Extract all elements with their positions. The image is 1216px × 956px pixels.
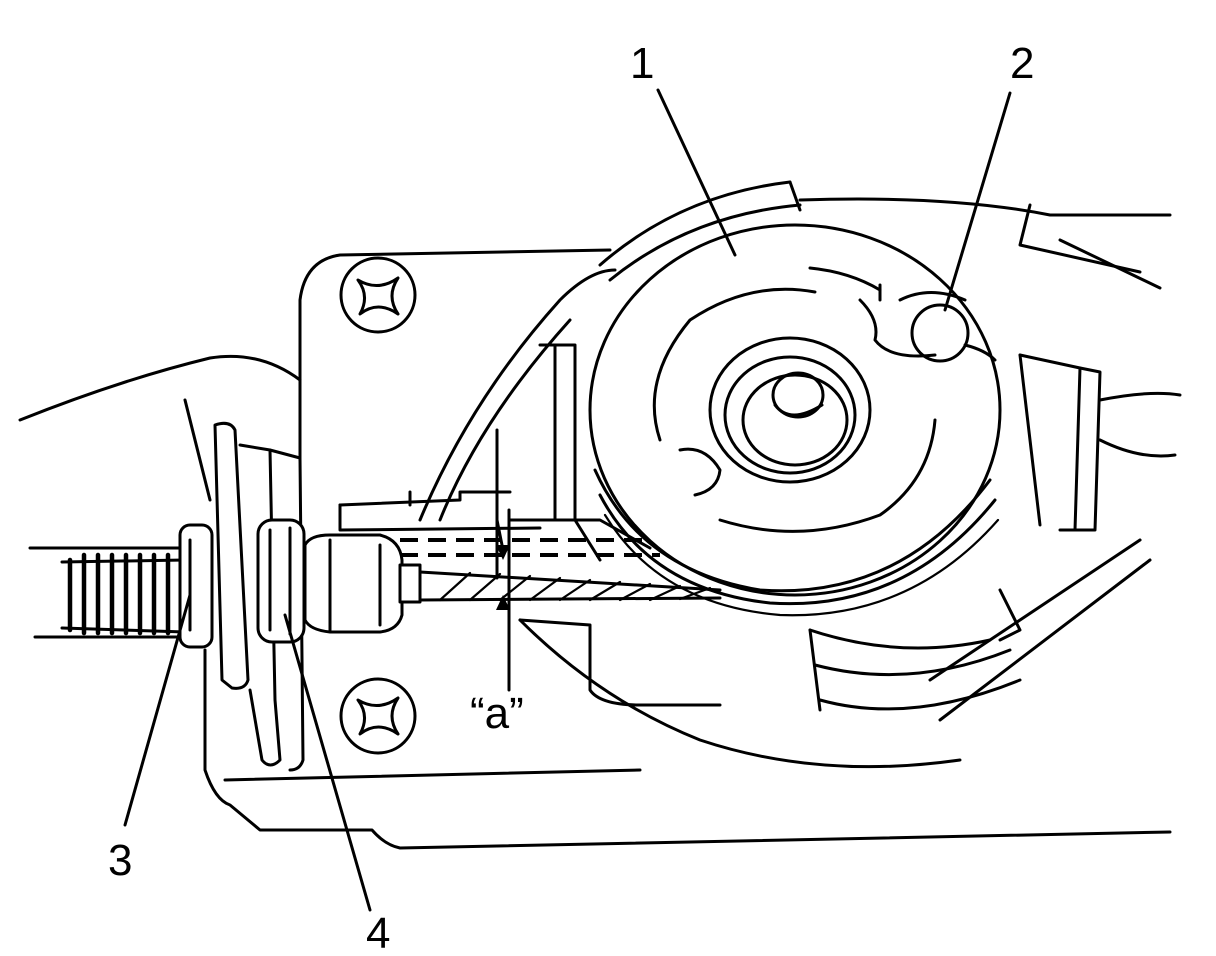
gap-dimension [495,428,511,692]
threaded-end [60,552,187,636]
callout-4: 4 [366,909,390,956]
lower-guard [518,618,962,769]
callout-1: 1 [630,39,654,88]
cable-end-fitting [303,533,422,634]
rotor-hub [708,336,872,484]
mounting-bracket [213,421,305,772]
callout-3: 3 [108,836,132,885]
upper-screw [339,256,417,334]
right-bracket [808,353,1182,722]
callout-2: 2 [1010,39,1034,88]
locknut-part-3 [178,523,214,649]
outer-guard [418,180,1172,562]
adjusting-nut-part-4 [256,518,306,644]
leader-lines [123,88,1012,912]
adjuster-slide [338,490,660,557]
housing-outline [18,248,1172,850]
gap-label-a: “a” [470,689,524,738]
cable-rod [418,570,722,602]
rotor-disc [588,223,1002,617]
pin-part-2 [898,291,997,363]
lower-screw [339,677,417,755]
